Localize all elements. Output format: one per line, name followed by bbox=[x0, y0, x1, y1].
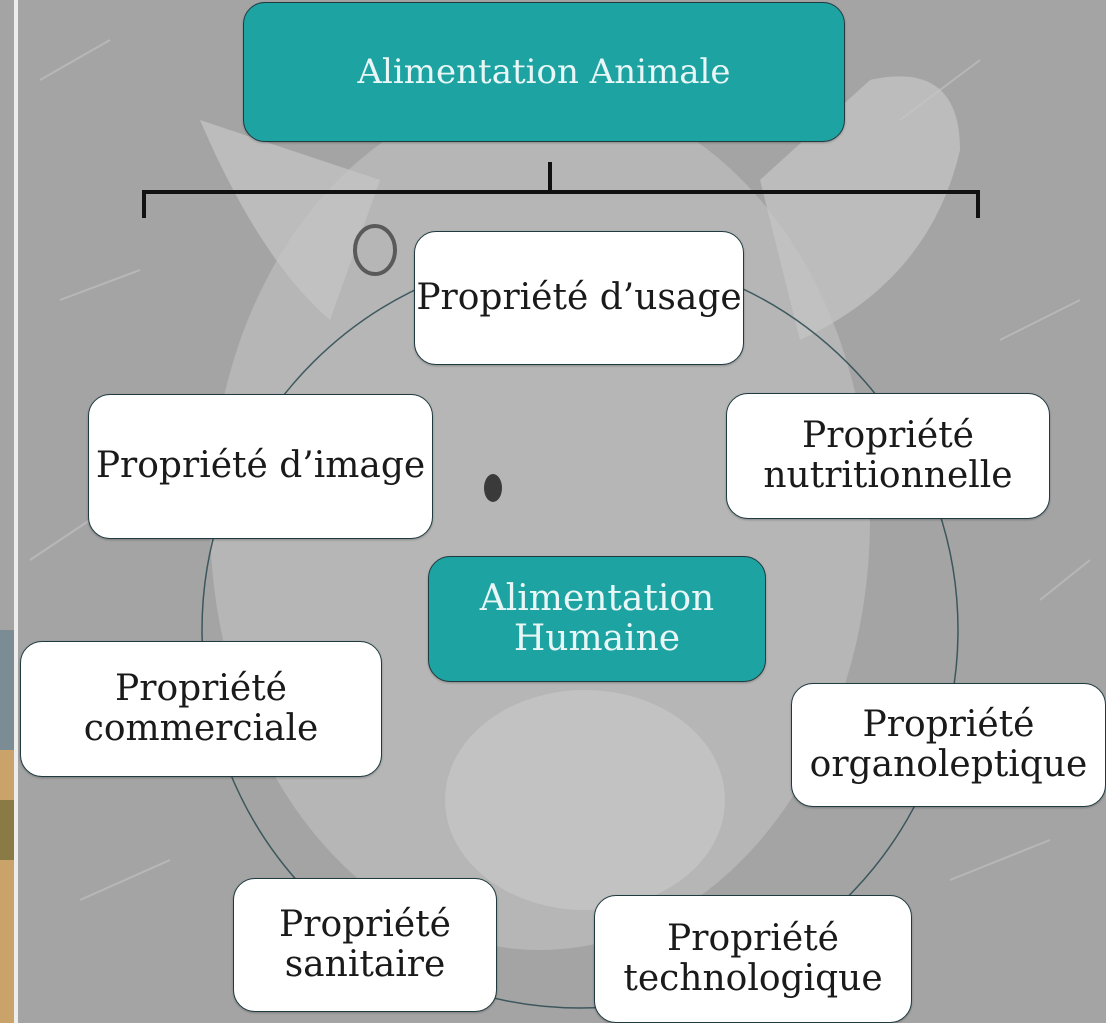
node-organoleptique-line2: organoleptique bbox=[810, 745, 1088, 785]
node-nutritionnelle-line1: Propriété bbox=[802, 416, 974, 456]
node-nutritionnelle-line2: nutritionnelle bbox=[763, 456, 1012, 496]
center-node-alimentation-humaine: Alimentation Humaine bbox=[428, 556, 766, 682]
node-propriete-sanitaire: Propriété sanitaire bbox=[233, 878, 497, 1012]
node-commerciale-line2: commerciale bbox=[84, 709, 319, 749]
top-node-label: Alimentation Animale bbox=[357, 53, 730, 91]
node-organoleptique-line1: Propriété bbox=[863, 705, 1035, 745]
node-technologique-line2: technologique bbox=[623, 959, 882, 999]
node-propriete-organoleptique: Propriété organoleptique bbox=[791, 683, 1106, 807]
top-node-alimentation-animale: Alimentation Animale bbox=[243, 2, 845, 142]
node-sanitaire-line2: sanitaire bbox=[285, 945, 446, 985]
center-node-line2: Humaine bbox=[514, 619, 680, 659]
node-propriete-nutritionnelle: Propriété nutritionnelle bbox=[726, 393, 1050, 519]
node-propriete-technologique: Propriété technologique bbox=[594, 895, 912, 1023]
node-sanitaire-line1: Propriété bbox=[279, 905, 451, 945]
node-technologique-line1: Propriété bbox=[667, 919, 839, 959]
node-propriete-image: Propriété d’image bbox=[88, 394, 433, 539]
center-node-line1: Alimentation bbox=[480, 579, 714, 619]
pig-eye bbox=[484, 474, 502, 502]
node-commerciale-line1: Propriété bbox=[115, 669, 287, 709]
node-usage-label: Propriété d’usage bbox=[416, 278, 741, 318]
pig-snout bbox=[445, 690, 725, 910]
left-edge-divider bbox=[14, 0, 18, 1023]
node-image-label: Propriété d’image bbox=[96, 446, 425, 486]
node-propriete-commerciale: Propriété commerciale bbox=[20, 641, 382, 777]
node-propriete-usage: Propriété d’usage bbox=[414, 231, 744, 365]
